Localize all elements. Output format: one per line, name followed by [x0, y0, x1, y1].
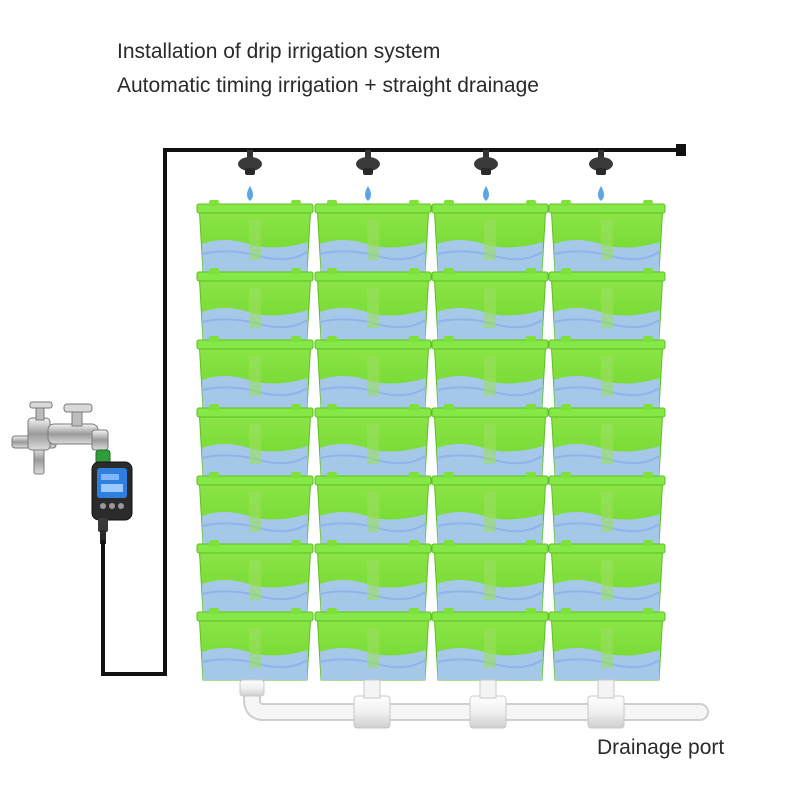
drip-emitter-icon	[589, 150, 613, 175]
planter-pot	[314, 608, 432, 681]
drain-tee-1	[353, 695, 391, 729]
planter-pot	[431, 268, 549, 341]
drainage-port-label: Drainage port	[597, 736, 725, 759]
planter-pot	[314, 200, 432, 273]
water-drop-icon	[365, 186, 371, 201]
planter-pot	[314, 540, 432, 613]
drip-emitter-icon	[356, 150, 380, 175]
planter-pot	[431, 200, 549, 273]
planter-pot	[431, 404, 549, 477]
planter-pot	[314, 268, 432, 341]
planter-pot	[314, 336, 432, 409]
water-drop-icon	[598, 186, 604, 201]
planter-pot	[548, 472, 666, 545]
planter-pot	[196, 404, 314, 477]
planter-pot	[548, 336, 666, 409]
planter-pot	[196, 608, 314, 681]
planter-pot	[431, 540, 549, 613]
planter-pot	[548, 268, 666, 341]
feed-pipe	[101, 148, 680, 676]
drip-emitter-icon	[474, 150, 498, 175]
planter-pot	[196, 472, 314, 545]
planter-pot	[548, 404, 666, 477]
planter-grid	[196, 200, 666, 681]
planter-pot	[196, 540, 314, 613]
planter-pot	[431, 472, 549, 545]
irrigation-timer-icon	[91, 461, 133, 544]
timer-screen	[97, 468, 127, 498]
planter-pot	[548, 200, 666, 273]
planter-pot	[314, 404, 432, 477]
water-drop-icon	[247, 186, 253, 201]
planter-pot	[548, 608, 666, 681]
feed-pipe-end-cap	[676, 144, 686, 156]
planter-pot	[314, 472, 432, 545]
planter-pot	[196, 268, 314, 341]
title-line-2: Automatic timing irrigation + straight d…	[117, 74, 539, 97]
planter-pot	[548, 540, 666, 613]
drain-pipe-icon	[239, 679, 709, 729]
water-drop-icon	[483, 186, 489, 201]
planter-pot	[431, 336, 549, 409]
planter-pot	[431, 608, 549, 681]
planter-pot	[196, 336, 314, 409]
drip-emitters	[238, 150, 613, 201]
title-line-1: Installation of drip irrigation system	[117, 40, 441, 63]
drip-emitter-icon	[238, 150, 262, 175]
drain-tee-2	[469, 695, 507, 729]
planter-pot	[196, 200, 314, 273]
drain-tee-3	[587, 695, 625, 729]
water-tap-icon	[11, 401, 111, 475]
